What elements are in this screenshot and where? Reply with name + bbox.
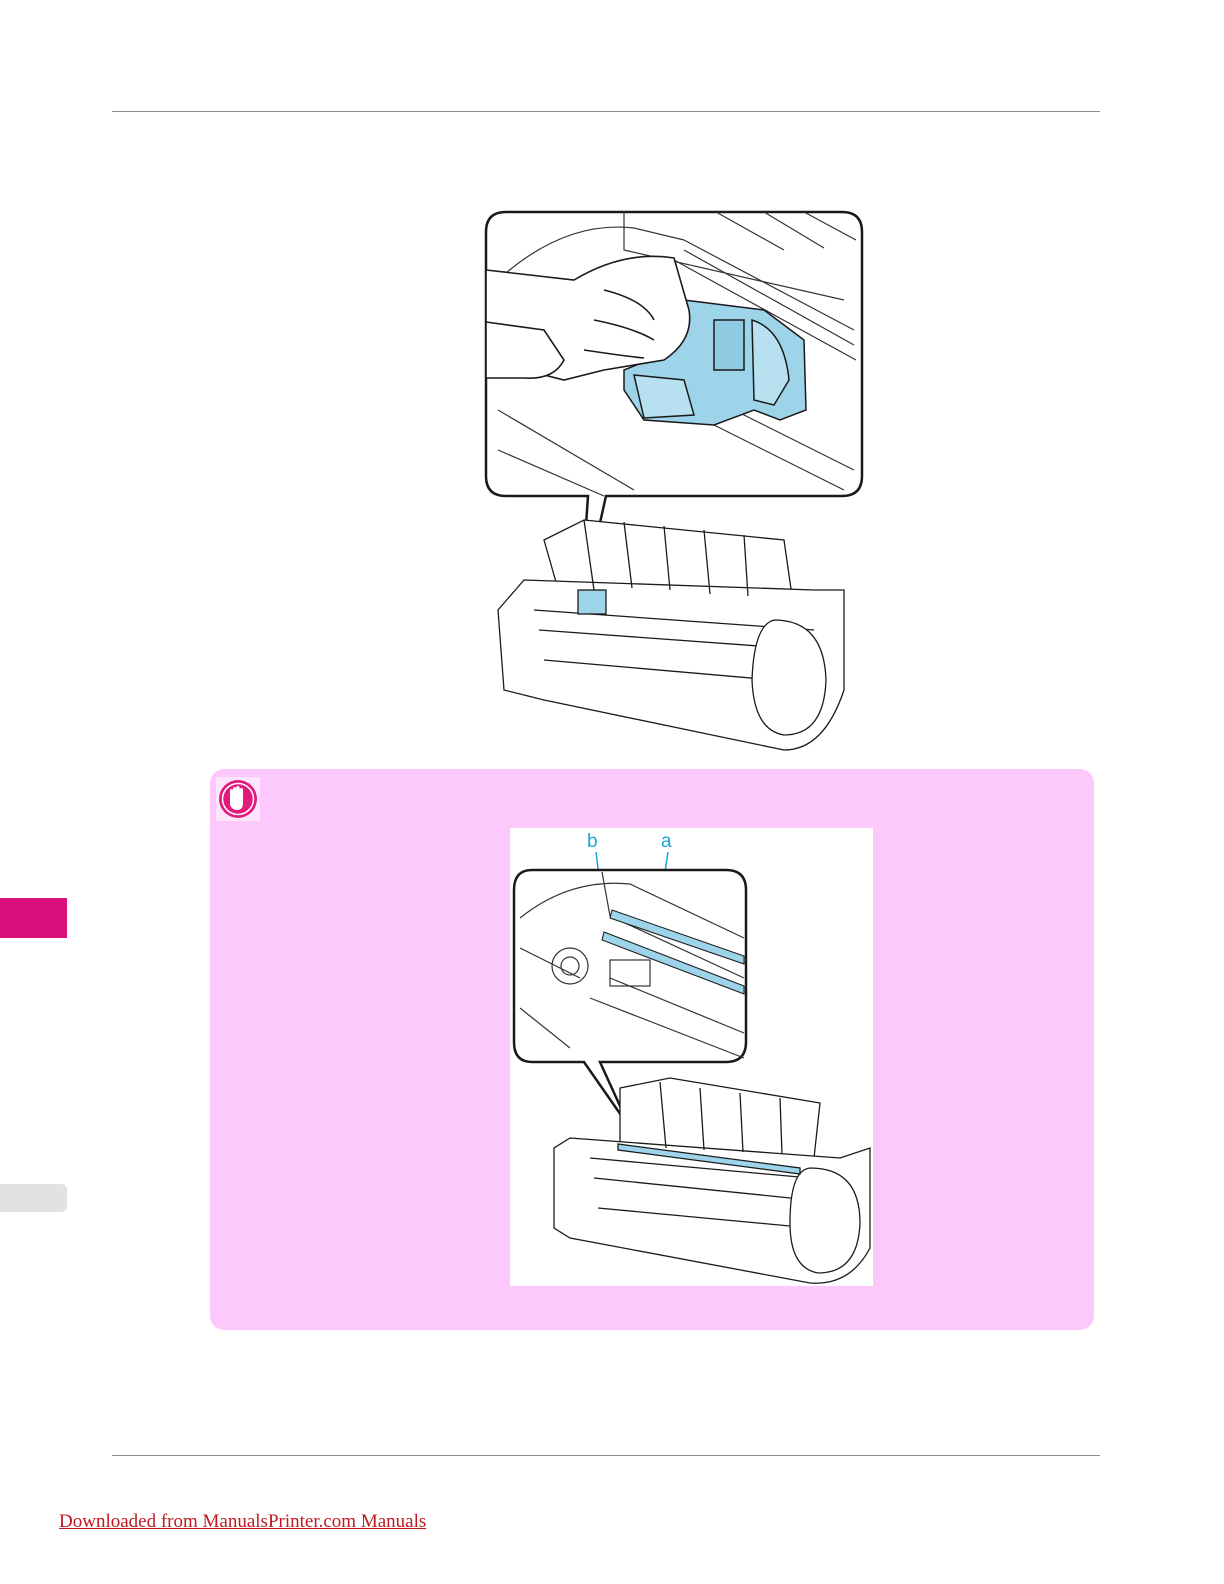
shaft-location-illustration: [510, 828, 873, 1286]
callout-label-b: b: [587, 831, 598, 853]
hand-with-cloth: [486, 256, 690, 380]
footer-rule: [112, 1455, 1100, 1456]
footer-download-link[interactable]: Downloaded from ManualsPrinter.com Manua…: [59, 1511, 426, 1533]
printer-overview: [498, 520, 844, 750]
chapter-tab: [0, 1184, 67, 1212]
chapter-tab-active: [0, 898, 67, 938]
shaft-location-drawing: [510, 828, 873, 1286]
hand-stop-icon: [216, 777, 260, 821]
callout-label-a: a: [661, 831, 672, 853]
carriage-cleaning-illustration: [484, 210, 864, 755]
header-rule: [112, 111, 1100, 112]
